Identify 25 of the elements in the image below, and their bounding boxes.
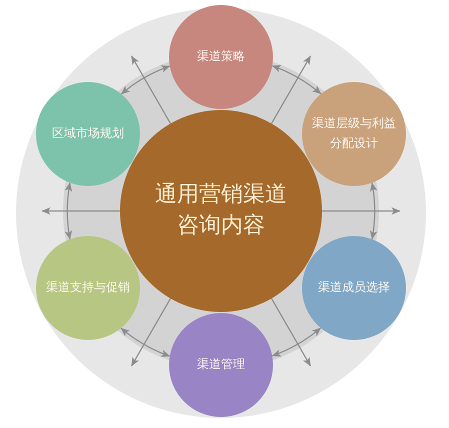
circle-label: 渠道管理 <box>197 356 245 374</box>
circle-label: 渠道层级与利益分配设计 <box>311 115 397 152</box>
circle-label: 渠道成员选择 <box>318 279 390 296</box>
arrow <box>130 298 172 366</box>
curved-double-headed-arrow <box>370 182 377 240</box>
arrow <box>270 56 312 124</box>
curved-double-headed-arrow <box>272 327 322 356</box>
arrow <box>130 56 172 124</box>
circle-label: 通用营销渠道咨询内容 <box>154 181 288 240</box>
circle-label: 渠道支持与促销 <box>46 279 130 296</box>
arrow <box>322 207 400 215</box>
circle-label: 区域市场规划 <box>52 125 124 142</box>
topic-circle <box>302 82 406 186</box>
curved-double-headed-arrow <box>120 328 170 357</box>
arrow <box>42 207 120 215</box>
curved-double-headed-arrow <box>272 65 322 94</box>
arrow <box>270 298 312 366</box>
topic-circle <box>36 236 140 340</box>
topic-circle <box>302 236 406 340</box>
curved-double-headed-arrow <box>120 66 170 95</box>
topic-circle <box>169 313 273 417</box>
topic-circle <box>169 5 273 109</box>
topic-circle <box>36 82 140 186</box>
curved-double-headed-arrow <box>65 182 72 240</box>
circle-label: 渠道策略 <box>197 48 245 66</box>
